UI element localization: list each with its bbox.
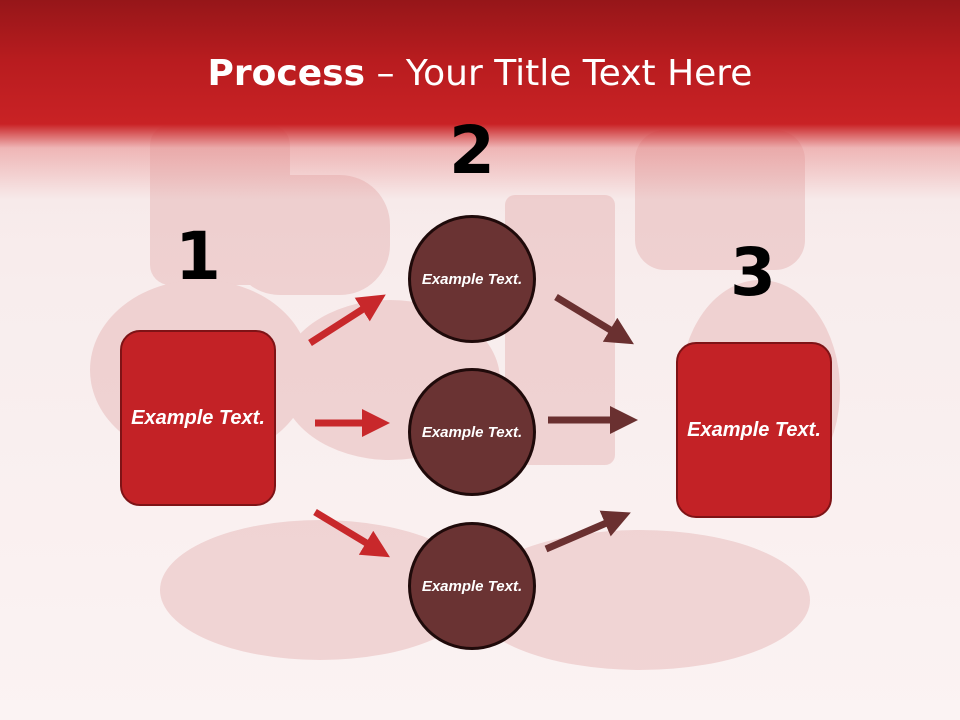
step-1-text: Example Text.	[131, 406, 265, 429]
step-2-text-middle: Example Text.	[421, 423, 523, 441]
step-number-3: 3	[730, 234, 776, 311]
slide-title: Process – Your Title Text Here	[0, 52, 960, 96]
step-3-text: Example Text.	[687, 418, 821, 441]
title-dash: –	[365, 53, 406, 94]
arrow-right-up-right	[544, 510, 631, 553]
step-number-1: 1	[175, 218, 221, 295]
step-2-circle-bottom: Example Text.	[408, 522, 536, 650]
step-2-text-bottom: Example Text.	[421, 577, 523, 595]
title-rest: Your Title Text Here	[405, 53, 753, 94]
step-2-circle-top: Example Text.	[408, 215, 536, 343]
step-3-box: Example Text.	[676, 342, 832, 518]
header-band	[0, 0, 960, 200]
step-2-circle-middle: Example Text.	[408, 368, 536, 496]
step-2-text-top: Example Text.	[421, 270, 523, 288]
arrow-right-up-left	[308, 294, 386, 346]
step-number-2: 2	[449, 112, 495, 189]
arrow-right-down-left	[313, 509, 390, 558]
title-bold: Process	[207, 53, 366, 94]
arrow-right-down-right	[554, 294, 634, 345]
step-1-box: Example Text.	[120, 330, 276, 506]
